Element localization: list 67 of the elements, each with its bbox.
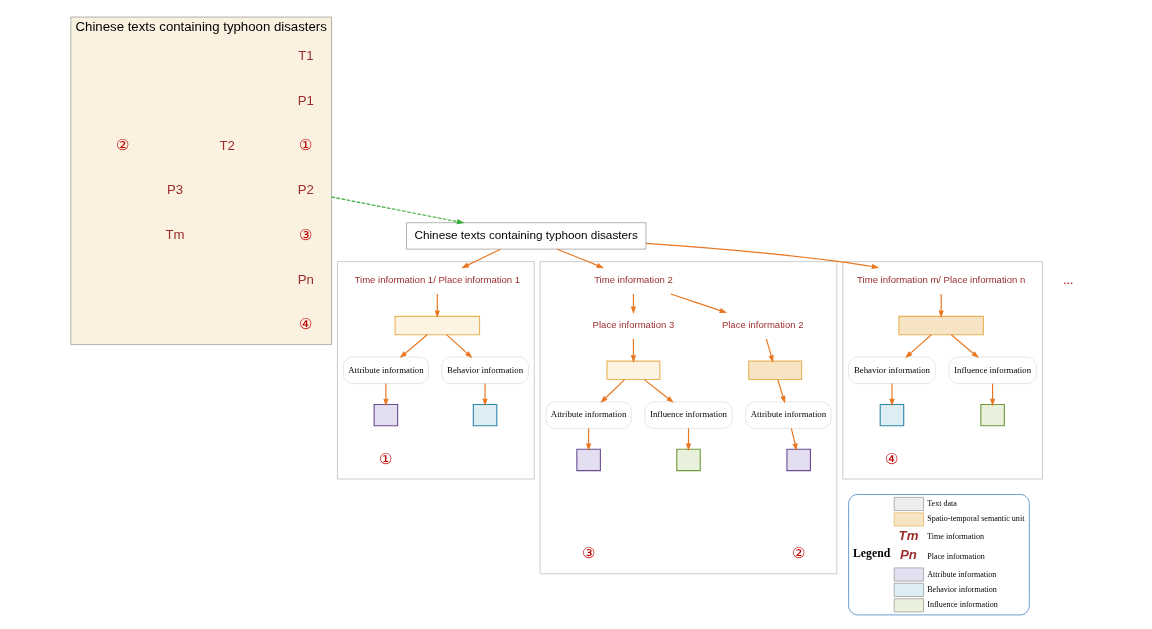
node-text: ① [298, 136, 312, 153]
arrow [481, 383, 488, 407]
arrow [460, 248, 501, 269]
arrow [382, 383, 389, 407]
legend-label: Text data [926, 499, 957, 509]
node-text: Pn [297, 271, 314, 287]
node-text: Time information 1/ Place information 1 [354, 274, 520, 286]
arrow [644, 242, 879, 270]
legend-label: Spatio-temporal semantic unit [926, 514, 1024, 524]
node-text: ① [378, 450, 392, 467]
legend-label: Behavior information [926, 584, 997, 594]
arrow [330, 196, 464, 225]
label: ... [1062, 271, 1073, 287]
node-text: ④ [298, 316, 312, 333]
node-text: ③ [298, 226, 312, 243]
label: Tm [898, 527, 918, 543]
arrow [556, 248, 604, 269]
arrow [765, 338, 774, 363]
arrow [888, 383, 895, 407]
node-text: Time information m/ Place information n [856, 274, 1025, 286]
node-text: ② [115, 136, 129, 153]
node-text: ③ [581, 545, 595, 562]
node-box [879, 403, 904, 427]
node-box [897, 315, 984, 336]
node-text: T2 [219, 137, 235, 153]
arrow [643, 379, 674, 403]
legend-label: Influence information [926, 600, 998, 610]
label: Pn [899, 547, 917, 563]
node-box: Chinese texts containing typhoon disasters [405, 222, 646, 250]
node-box [575, 448, 601, 472]
node-text: P3 [166, 182, 183, 198]
arrow [445, 334, 472, 359]
node-box: Influence information [948, 356, 1037, 384]
node-text: Place information 3 [592, 319, 674, 331]
node-box [472, 403, 497, 427]
arrow [904, 334, 932, 359]
node-text: Tm [165, 227, 185, 243]
arrow [669, 293, 727, 313]
node-box [394, 315, 480, 336]
node-text: Time information 2 [593, 274, 673, 286]
node-box: Influence information [643, 401, 733, 429]
arrow [776, 379, 785, 404]
node-text: ④ [884, 450, 898, 467]
node-box [373, 403, 398, 427]
node-box [785, 448, 811, 472]
arrow [599, 379, 625, 403]
node-text: ② [791, 545, 805, 562]
arrow [399, 334, 428, 359]
node-box: Behavior information [440, 356, 529, 384]
node-box [979, 403, 1005, 427]
arrow [950, 334, 979, 359]
label: Legend [852, 546, 890, 560]
legend-label: Time information [926, 532, 984, 542]
node-text: P1 [297, 92, 314, 108]
node-text: Place information 2 [721, 319, 803, 331]
node-text: P2 [297, 182, 314, 198]
node-box: Attribute information [342, 356, 429, 384]
node-box [675, 448, 701, 472]
node-text: T1 [297, 47, 314, 63]
node-box [747, 360, 802, 381]
legend-label: Place information [926, 551, 985, 561]
node-box: Attribute information [545, 401, 632, 429]
node-box [605, 360, 660, 381]
node-box: Attribute information [744, 401, 831, 429]
node-box: Behavior information [847, 356, 936, 384]
legend-label: Attribute information [926, 569, 996, 579]
arrow [790, 427, 798, 451]
